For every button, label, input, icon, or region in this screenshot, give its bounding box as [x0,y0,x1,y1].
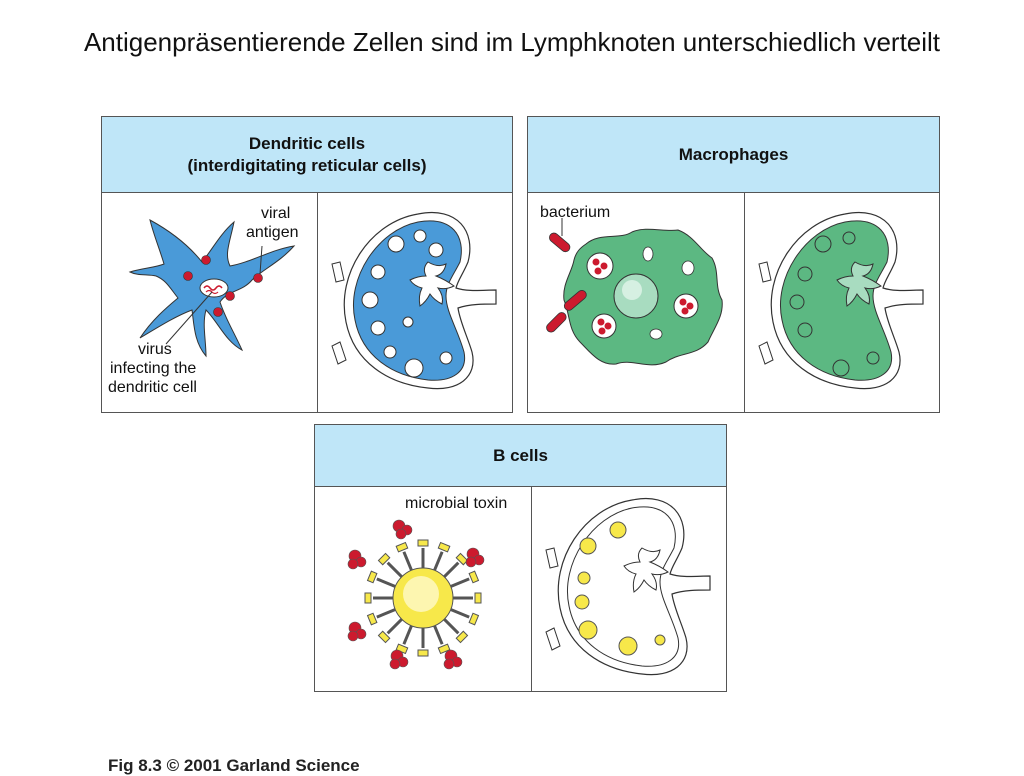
label-bacterium: bacterium [540,204,611,221]
panel-macrophages: Macrophages bacterium [527,116,940,413]
bacterium-icon [546,312,567,333]
slide-title: Antigenpräsentierende Zellen sind im Lym… [83,27,941,57]
b-cell-receptor-tip [377,630,391,644]
phagosome [586,252,614,280]
microbial-toxin-icon [347,519,485,670]
macrophage-illustration [546,218,723,366]
b-cell-receptor [376,577,396,588]
bcells-divider [531,486,532,691]
viral-antigen-dot [183,271,193,281]
viral-antigen-pointer [259,245,263,275]
b-cell-receptor [450,608,470,619]
virus-infected-nucleus [199,278,229,298]
lymph-node-bcells [545,498,711,676]
viral-antigen-dot [201,255,211,265]
b-cell-receptor [386,618,403,635]
b-cell-receptor-tip [468,570,480,584]
b-cell-receptor [433,625,444,645]
label-microbial-toxin: microbial toxin [405,495,508,512]
b-cell-receptor-tip [366,612,378,626]
figure-caption: Fig 8.3 © 2001 Garland Science [108,756,360,775]
viral-antigen-dot [253,273,263,283]
b-cell-receptor [433,551,444,571]
b-cell-receptor-tip [455,630,469,644]
b-cell-receptor-tip [417,649,429,657]
panel-dendritic-cells: Dendritic cells (interdigitating reticul… [101,116,513,413]
label-virus-3: dendritic cell [108,379,197,396]
b-cell-receptor [402,551,413,571]
dendritic-heading: Dendritic cells (interdigitating reticul… [102,117,512,193]
panel-b-cells: B cells microbial toxin [314,424,727,692]
bacterium-icon [563,290,587,311]
b-cell-receptor [402,625,413,645]
dendritic-heading-line1: Dendritic cells [248,133,366,153]
virus-genome-icon [203,285,223,291]
b-cell-receptor-tip [417,539,429,547]
label-viral-antigen-1: viral [261,205,291,222]
b-cell-receptor [386,561,403,578]
bacterium-icon [549,232,571,253]
label-virus-2: infecting the [110,360,197,377]
b-cell-receptor [376,608,396,619]
dendritic-cell-illustration [128,219,296,358]
virus-pointer [165,291,213,345]
lymph-node-dendritic [331,212,497,390]
b-cell-receptors [364,539,482,657]
b-cell-receptor [450,577,470,588]
b-cell-receptor-tip [455,552,469,566]
viral-antigen-dot [225,291,235,301]
b-cell-receptor-tip [474,592,482,604]
dendritic-heading-line2: (interdigitating reticular cells) [187,155,427,175]
dendritic-divider [317,192,318,412]
b-cell-receptor-tip [468,612,480,626]
lymph-node-macrophages [758,212,924,390]
label-viral-antigen-2: antigen [246,224,299,241]
b-cell-illustration [347,519,485,670]
b-cell-receptor-tip [364,592,372,604]
phagosome [673,293,699,319]
bcells-heading: B cells [315,425,726,487]
b-cell-receptor [443,561,460,578]
label-virus-1: virus [138,341,172,358]
phagosome [591,313,617,339]
macrophages-divider [744,192,745,412]
b-cell-receptor-tip [395,541,409,553]
b-cell-receptor-tip [366,570,378,584]
b-cell-receptor-tip [377,552,391,566]
viral-antigen-dot [213,307,223,317]
macrophages-heading: Macrophages [528,117,939,193]
b-cell-receptor-tip [437,541,451,553]
b-cell-receptor [443,618,460,635]
b-cell-receptor-tip [437,643,451,655]
